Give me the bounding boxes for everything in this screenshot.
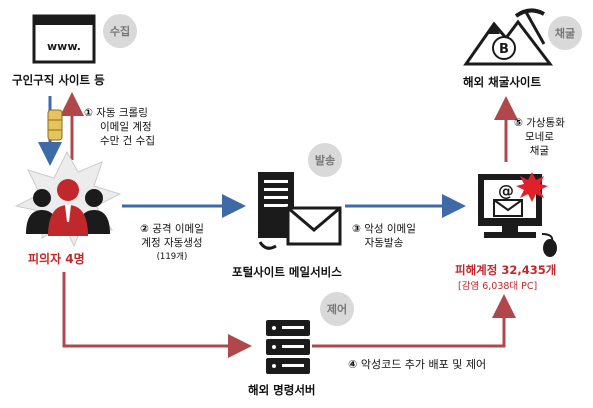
arrow-server-to-victims bbox=[312, 294, 516, 348]
crawler-icon bbox=[47, 109, 63, 141]
step-1-number: ① bbox=[84, 107, 93, 119]
step-5-line-3: 채굴 bbox=[529, 145, 550, 157]
step-2-text: ② 공격 이메일 계정 자동생성 (119개) bbox=[140, 222, 204, 264]
step-5-text: ⑤ 가상통화 모네로 채굴 bbox=[514, 116, 565, 158]
step-1-line-2: 이메일 계정 bbox=[100, 121, 152, 133]
browser-window-icon: www. bbox=[32, 14, 96, 64]
tag-collect: 수집 bbox=[103, 14, 137, 48]
step-3-line-2: 자동발송 bbox=[364, 237, 404, 249]
step-2-note: (119개) bbox=[156, 252, 188, 262]
suspects-label: 피의자 4명 bbox=[28, 252, 85, 266]
victims-label: 피해계정 32,435개 bbox=[455, 263, 557, 277]
step-1-text: ① 자동 크롤링 이메일 계정 수만 건 수집 bbox=[84, 106, 155, 148]
mining-mountain-icon: B bbox=[463, 8, 554, 66]
step-5-number: ⑤ bbox=[514, 117, 523, 129]
command-server-label: 해외 명령서버 bbox=[248, 383, 316, 397]
step-2-number: ② bbox=[140, 223, 149, 235]
suspects-group-icon bbox=[14, 150, 122, 248]
step-4-text: ④ 악성코드 추가 배포 및 제어 bbox=[348, 358, 486, 372]
svg-text:@: @ bbox=[498, 181, 514, 200]
step-5-line-1: 가상통화 bbox=[526, 117, 565, 129]
step-5-line-2: 모네로 bbox=[524, 131, 554, 143]
step-2-line-1: 공격 이메일 bbox=[152, 223, 204, 235]
mail-server-icon bbox=[258, 172, 342, 250]
recruit-site-label: 구인구직 사이트 등 bbox=[12, 73, 105, 87]
browser-icon-text: www. bbox=[47, 40, 81, 53]
step-3-line-1: 악성 이메일 bbox=[364, 223, 416, 235]
infected-pc-icon: @ bbox=[478, 172, 557, 257]
portal-label: 포털사이트 메일서비스 bbox=[232, 265, 342, 279]
step-4-line-1: 악성코드 추가 배포 및 제어 bbox=[360, 358, 487, 371]
step-2-line-2: 계정 자동생성 bbox=[141, 237, 203, 249]
step-3-number: ③ bbox=[352, 223, 361, 235]
arrow-suspects-to-server bbox=[62, 272, 252, 358]
step-1-line-3: 수만 건 수집 bbox=[100, 135, 155, 147]
victims-sub-label: [감염 6,038대 PC] bbox=[458, 281, 538, 292]
step-4-number: ④ bbox=[348, 358, 358, 371]
step-1-line-1: 자동 크롤링 bbox=[96, 107, 148, 119]
command-server-icon bbox=[266, 320, 310, 374]
tag-send: 발송 bbox=[308, 143, 342, 177]
mining-site-label: 해외 채굴사이트 bbox=[463, 75, 542, 89]
tag-mining: 채굴 bbox=[548, 16, 582, 50]
tag-control: 제어 bbox=[320, 292, 354, 326]
svg-text:B: B bbox=[499, 42, 509, 57]
step-3-text: ③ 악성 이메일 자동발송 bbox=[352, 222, 416, 250]
